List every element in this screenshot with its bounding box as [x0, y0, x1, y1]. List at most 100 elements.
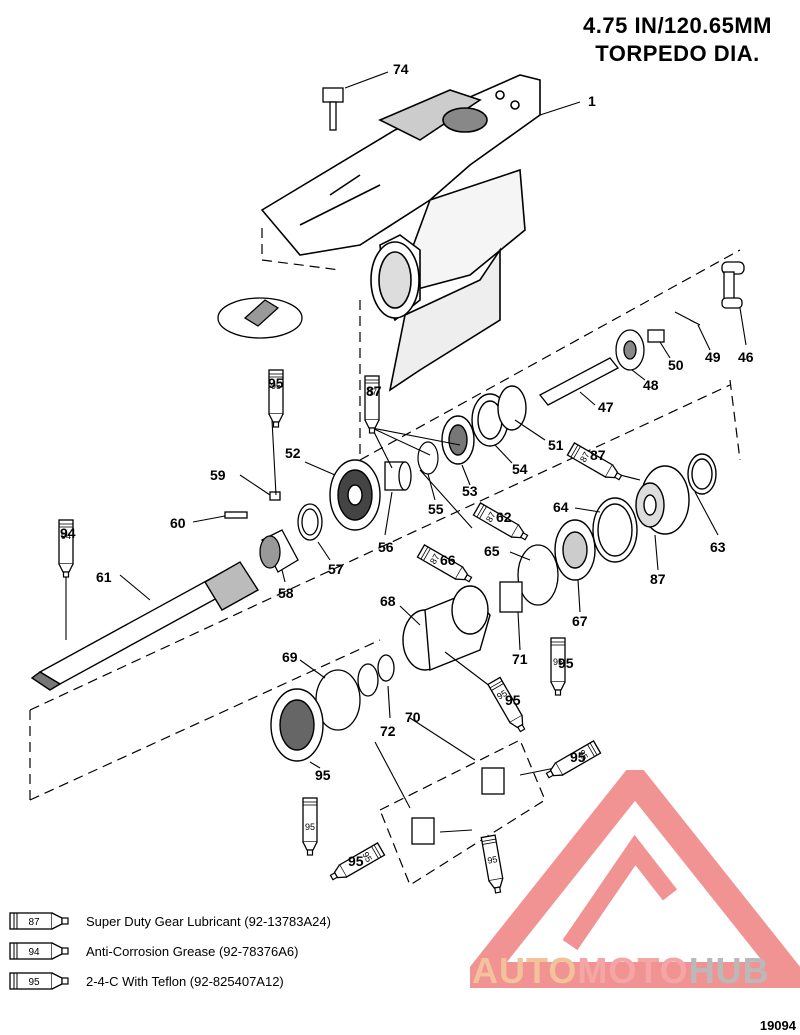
- figure-number: 19094: [759, 1018, 796, 1033]
- tube-label: 87: [578, 450, 592, 464]
- lubricant-tubes: 95 87 94 87 87 87 95 95 95 95 95 95: [58, 369, 625, 895]
- watermark-hub: HUB: [688, 950, 770, 991]
- callout-69: 70: [405, 709, 421, 725]
- ring-63: [687, 453, 717, 495]
- callout-53: 53: [462, 483, 478, 499]
- callout-49: 49: [705, 349, 721, 365]
- tube: 95: [487, 676, 530, 735]
- callout-64: 64: [553, 499, 569, 515]
- tube-label: 94: [61, 531, 71, 541]
- gear-housing: [260, 74, 541, 392]
- legend-row-95: 95 2-4-C With Teflon (92-825407A12): [8, 966, 331, 996]
- tube-label: 95: [360, 850, 374, 864]
- callout-87-lower: 66: [440, 552, 456, 568]
- callout-46: 46: [738, 349, 754, 365]
- callout-65: 67: [572, 613, 588, 629]
- tube-label: 87: [428, 552, 442, 566]
- watermark-moto: MOTO: [577, 950, 689, 991]
- bolt-74: [322, 87, 344, 131]
- pin-59-60: [224, 491, 281, 519]
- pin-49: [674, 311, 701, 326]
- callout-66: 65: [484, 543, 500, 559]
- propeller-shaft-61: [30, 561, 259, 691]
- callout-50: 50: [668, 357, 684, 373]
- shaft-47: [539, 357, 619, 406]
- title-line-1: 4.75 IN/120.65MM: [583, 13, 772, 38]
- legend-text: Anti-Corrosion Grease (92-78376A6): [86, 943, 299, 959]
- o-ring-66: [517, 544, 559, 606]
- bevel-gear-62: [635, 465, 690, 535]
- legend-text: Super Duty Gear Lubricant (92-13783A24): [86, 913, 331, 929]
- callout-54: 54: [512, 461, 528, 477]
- tube-icon: 95: [9, 972, 69, 990]
- bearing-68: [499, 581, 523, 613]
- callout-numbers: 74 1 46 49 50 48 47 51 54 87 53 55 52 56…: [60, 61, 754, 869]
- callout-95-c: 95: [348, 853, 364, 869]
- diagram-title: 4.75 IN/120.65MM TORPEDO DIA.: [583, 12, 772, 68]
- callout-59: 59: [210, 467, 226, 483]
- callout-87-mid: 62: [496, 509, 512, 525]
- bearing-53: [441, 415, 475, 465]
- tube: 95: [268, 369, 284, 428]
- tube: 95: [550, 637, 566, 696]
- callout-95-top: 95: [268, 375, 284, 391]
- callout-87-top: 87: [366, 383, 382, 399]
- tube: 87: [566, 442, 625, 485]
- callout-62: 87: [650, 571, 666, 587]
- callout-67: 68: [380, 593, 396, 609]
- bearing-56: [384, 461, 412, 491]
- watermark-logo: [470, 770, 800, 988]
- thrust-washer-64: [592, 497, 638, 563]
- callout-95-a: 95: [558, 655, 574, 671]
- clutch-58: [259, 529, 299, 573]
- callout-1: 1: [588, 93, 596, 109]
- tube: 87: [472, 502, 531, 545]
- callout-95-b: 95: [505, 692, 521, 708]
- callout-68: 71: [512, 651, 528, 667]
- legend-code: 87: [28, 917, 40, 928]
- legend-code: 94: [28, 947, 40, 958]
- cover-nut-72: [270, 688, 324, 762]
- pinion-gear-52: [329, 459, 381, 531]
- yoke-48-50: [615, 329, 665, 371]
- anode-73: [217, 297, 303, 339]
- bearing-carrier-67: [402, 585, 491, 672]
- callout-48: 48: [643, 377, 659, 393]
- tube: 95: [302, 797, 318, 856]
- bearing-65: [554, 519, 596, 581]
- tube-label: 95: [305, 822, 315, 832]
- tube-label: 87: [484, 510, 498, 524]
- tube-label: 95: [553, 657, 563, 667]
- callout-56: 56: [378, 539, 394, 555]
- tube: 94: [58, 519, 74, 578]
- tube-icon: 94: [9, 942, 69, 960]
- callout-57: 57: [328, 561, 344, 577]
- callout-61: 61: [96, 569, 112, 585]
- tube: 95: [480, 834, 506, 895]
- tube-label: 95: [576, 748, 590, 762]
- legend-row-87: 87 Super Duty Gear Lubricant (92-13783A2…: [8, 906, 331, 936]
- tube-icon: 87: [9, 912, 69, 930]
- watermark-auto: AUTO: [472, 950, 578, 991]
- callout-94: 94: [60, 525, 76, 541]
- legend-code: 95: [28, 977, 40, 988]
- tube-label: 95: [271, 381, 281, 391]
- legend-text: 2-4-C With Teflon (92-825407A12): [86, 973, 284, 989]
- callout-87-right: 87: [590, 447, 606, 463]
- title-line-2: TORPEDO DIA.: [595, 41, 760, 66]
- callout-74: 74: [393, 61, 409, 77]
- callout-63: 63: [710, 539, 726, 555]
- bearing-race-54: [471, 385, 527, 447]
- lubricant-legend: 87 Super Duty Gear Lubricant (92-13783A2…: [8, 906, 331, 996]
- tube-label: 87: [367, 387, 377, 397]
- callout-55: 55: [428, 501, 444, 517]
- washers-70: [357, 654, 395, 697]
- shim-55: [417, 441, 439, 475]
- callout-70: 72: [380, 723, 396, 739]
- tube-label: 95: [487, 854, 499, 866]
- callout-60: 60: [170, 515, 186, 531]
- callout-52: 52: [285, 445, 301, 461]
- callout-47: 47: [598, 399, 614, 415]
- ring-57: [297, 503, 323, 541]
